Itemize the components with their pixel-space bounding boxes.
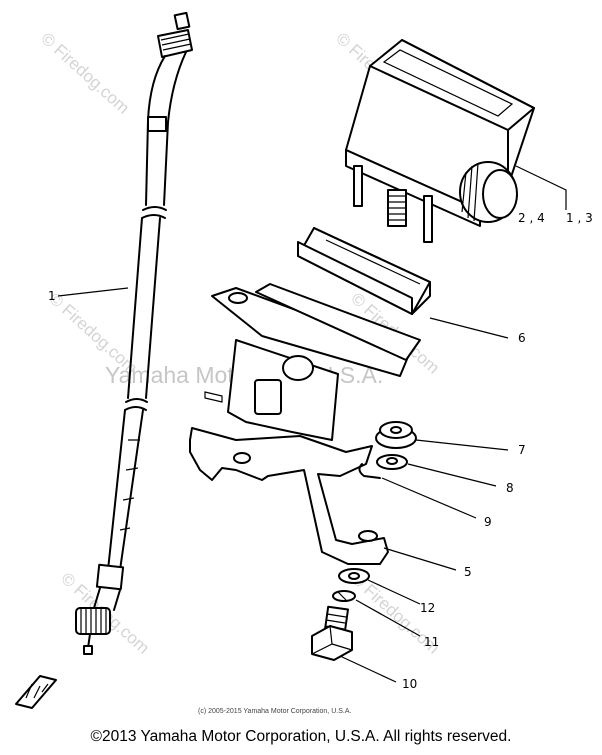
leader-6 (429, 317, 509, 339)
leader-11 (355, 599, 421, 637)
callout-11: 11 (424, 635, 439, 649)
bolt (311, 605, 353, 661)
grommet (375, 421, 417, 449)
front-direction-arrow-icon (15, 675, 57, 709)
leader-9 (381, 477, 477, 519)
collar (376, 454, 408, 470)
meter-cushion (297, 227, 431, 315)
leader-7 (415, 439, 509, 451)
callout-8: 8 (506, 481, 514, 495)
leader-8 (407, 463, 497, 487)
lock-washer (332, 590, 356, 602)
speedometer-meter (345, 39, 535, 243)
footer-copyright: ©2013 Yamaha Motor Corporation, U.S.A. A… (90, 728, 512, 745)
meter-bracket (189, 283, 421, 565)
callout-7: 7 (518, 443, 526, 457)
leader-1 (57, 287, 129, 297)
leader-12 (367, 579, 421, 605)
callout-6: 6 (518, 331, 526, 345)
clip (358, 463, 381, 479)
callout-5: 5 (464, 565, 472, 579)
callout-12: 12 (420, 601, 435, 615)
washer (338, 568, 370, 584)
speedometer-cable (75, 11, 193, 655)
callout-1: 1 (48, 289, 56, 303)
leader-5 (383, 547, 457, 571)
callout-10: 10 (402, 677, 417, 691)
callout-9: 9 (484, 515, 492, 529)
callout-1-3: 1 , 3 (566, 211, 593, 225)
leader-10 (339, 655, 397, 683)
parts-diagram: © Firedog.com © Firedog.com © Firedog.co… (15, 11, 593, 715)
callout-labels: 1 2 , 4 1 , 3 6 7 8 9 5 12 11 10 (48, 211, 593, 691)
inline-copyright: (c) 2005-2015 Yamaha Motor Corporation, … (198, 708, 351, 715)
callout-2-4: 2 , 4 (518, 211, 545, 225)
watermark-top-left: © Firedog.com (37, 29, 133, 118)
leader-1-3 (515, 165, 567, 210)
